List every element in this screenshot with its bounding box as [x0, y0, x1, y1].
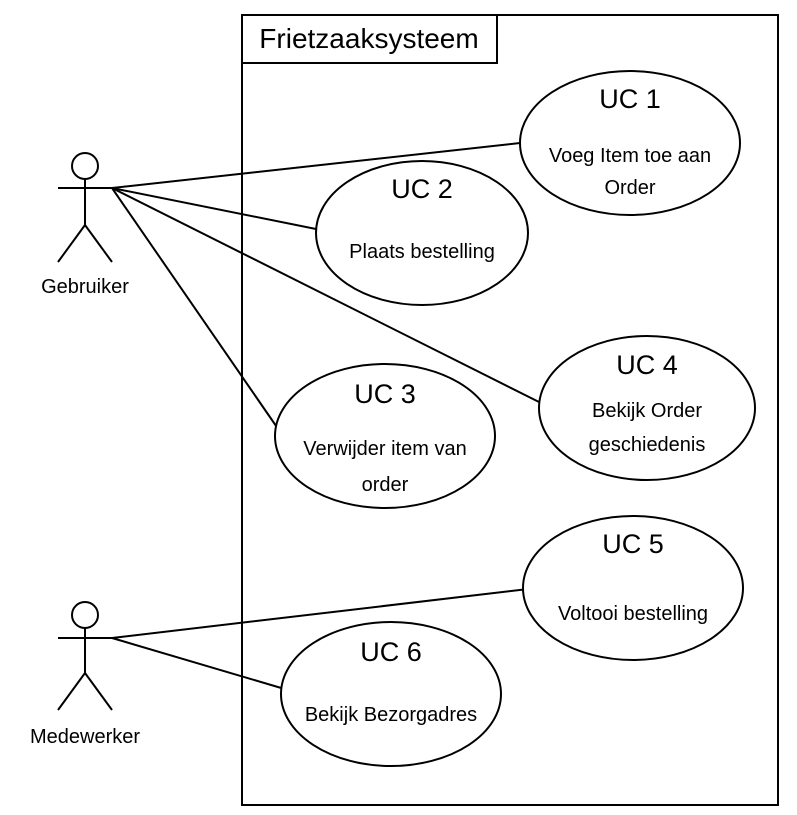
actor-left-leg: [57, 672, 86, 711]
association-gebruiker-uc2: [111, 187, 317, 230]
association-gebruiker-uc1: [111, 142, 521, 189]
association-gebruiker-uc3: [111, 187, 284, 437]
association-gebruiker-uc4: [111, 187, 544, 405]
use-case-title: UC 1: [599, 84, 661, 114]
actor-right-leg: [84, 672, 113, 711]
system-title: Frietzaaksysteem: [259, 23, 478, 54]
actor-right-leg: [84, 224, 113, 263]
actor-label-medewerker: Medewerker: [30, 726, 140, 748]
use-case-text-line: Bekijk Order: [592, 400, 702, 422]
use-case-uc4[interactable]: UC 4 Bekijk Order geschiedenis: [538, 335, 756, 481]
use-case-title: UC 2: [391, 174, 453, 204]
use-case-title: UC 3: [354, 379, 416, 409]
system-title-box: [241, 14, 498, 64]
actor-head: [71, 601, 99, 629]
use-case-ellipse: [519, 70, 741, 216]
use-case-text-line: Bekijk Bezorgadres: [305, 704, 477, 726]
use-case-title: UC 6: [360, 637, 422, 667]
use-case-text-line: Voeg Item toe aan: [549, 145, 711, 167]
use-case-ellipse: [522, 515, 744, 661]
use-case-uc2[interactable]: UC 2 Plaats bestelling: [315, 160, 529, 306]
use-case-ellipse: [538, 335, 756, 481]
use-case-ellipse: [274, 363, 496, 509]
use-case-title: UC 4: [616, 350, 678, 380]
system-boundary: [241, 14, 779, 806]
use-case-ellipse: [280, 621, 502, 767]
use-case-uc3[interactable]: UC 3 Verwijder item van order: [274, 363, 496, 509]
actor-gebruiker[interactable]: Gebruiker: [41, 152, 129, 298]
use-case-title: UC 5: [602, 529, 664, 559]
actor-label-gebruiker: Gebruiker: [41, 276, 129, 298]
use-case-text-line: geschiedenis: [589, 434, 706, 456]
use-case-text-line: Plaats bestelling: [349, 241, 495, 263]
actor-left-leg: [57, 224, 86, 263]
use-case-text-line: Order: [604, 177, 655, 199]
actor-medewerker[interactable]: Medewerker: [30, 601, 140, 748]
use-case-text-line: order: [362, 474, 409, 496]
use-case-ellipse: [315, 160, 529, 306]
use-case-text-line: Verwijder item van: [303, 438, 466, 460]
use-case-text-line: Voltooi bestelling: [558, 603, 708, 625]
associations: [111, 142, 544, 691]
association-medewerker-uc6: [111, 637, 289, 691]
actor-head: [71, 152, 99, 180]
use-case-uc6[interactable]: UC 6 Bekijk Bezorgadres: [280, 621, 502, 767]
use-case-uc1[interactable]: UC 1 Voeg Item toe aan Order: [519, 70, 741, 216]
use-case-uc5[interactable]: UC 5 Voltooi bestelling: [522, 515, 744, 661]
association-medewerker-uc5: [111, 588, 529, 639]
